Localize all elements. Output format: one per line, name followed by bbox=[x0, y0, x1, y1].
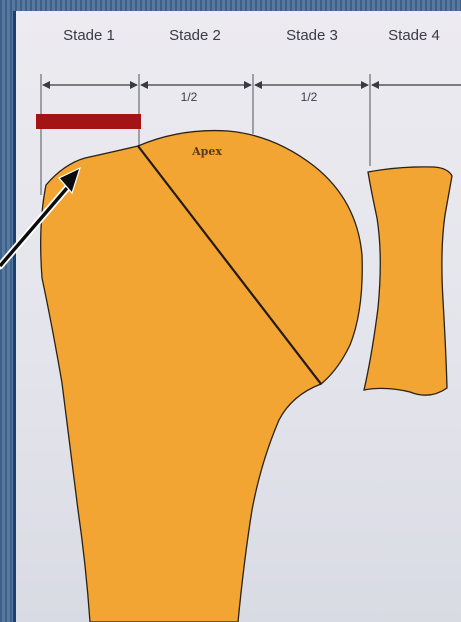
red-marker-bar bbox=[36, 114, 141, 129]
stage-label-4: Stade 4 bbox=[388, 27, 440, 44]
half-label-stage-2: 1/2 bbox=[181, 90, 198, 104]
stage-label-3: Stade 3 bbox=[286, 27, 338, 44]
stage-label-1: Stade 1 bbox=[63, 27, 115, 44]
half-label-stage-3: 1/2 bbox=[301, 90, 318, 104]
bone-fragment bbox=[364, 167, 452, 395]
stage-label-2: Stade 2 bbox=[169, 27, 221, 44]
apex-label: Apex bbox=[191, 145, 222, 158]
